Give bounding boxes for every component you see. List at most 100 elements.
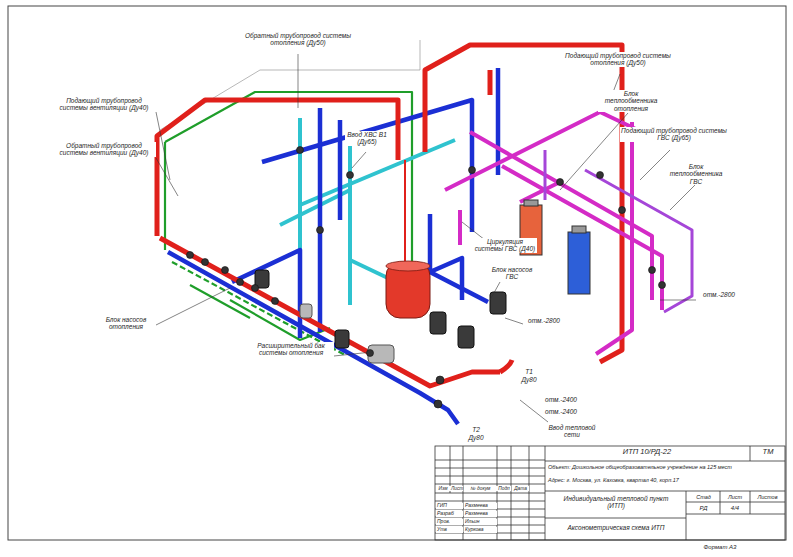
title-block-grid	[435, 533, 545, 534]
title-block-grid	[545, 491, 785, 492]
pipe-mark: Т2	[466, 426, 486, 433]
cold-water-pipe	[348, 140, 352, 305]
title-block-cell: ИТП 10/РД-22	[548, 448, 746, 456]
dhw-pipe	[470, 132, 652, 300]
title-block-cell: Разраб	[436, 511, 463, 517]
return-pipe	[168, 252, 458, 424]
pipe-callout: Циркуляция системы ГВС (Д40)	[473, 238, 537, 253]
building-outline	[420, 40, 421, 70]
valve	[202, 259, 209, 266]
valve	[367, 350, 374, 357]
title-block-cell: ТМ	[753, 448, 783, 456]
valve	[222, 267, 229, 274]
expansion-line	[404, 160, 406, 262]
heat-exchanger	[568, 232, 590, 294]
return-pipe	[318, 108, 323, 332]
pipe-callout: Подающий трубопровод системы ГВС (Ду65)	[620, 127, 728, 142]
title-block-cell: Индивидуальный тепловой пункт (ИТП)	[560, 495, 672, 510]
unit-callout: Блок теплообменника отопления	[598, 90, 664, 112]
supply-pipe	[488, 70, 493, 95]
return-pipe	[338, 120, 343, 220]
return-pipe	[168, 68, 498, 424]
valve	[187, 252, 194, 259]
pipe-size: Ду80	[462, 434, 490, 441]
leader-line	[298, 54, 299, 108]
pipe-callout: Обратный трубопровод системы отопления (…	[243, 32, 353, 47]
unit-callout: Блок насосов ГВС	[488, 266, 536, 281]
leader-line	[352, 152, 366, 168]
title-block-cell: Изм	[436, 486, 450, 491]
title-block-grid	[529, 446, 530, 540]
title-block-grid	[435, 509, 545, 510]
expansion-tank	[386, 262, 430, 318]
title-block-cell: Стад	[688, 494, 719, 500]
unit-callout: Расширительный бак системы отопления	[248, 342, 334, 357]
elevation-mark: отм.-2400	[540, 396, 582, 403]
return-pipe	[262, 100, 472, 232]
title-block-cell: Рахмеева	[464, 503, 497, 509]
leader-line	[660, 300, 696, 301]
valve	[317, 227, 324, 234]
supply-pipe	[157, 100, 398, 236]
expansion-tank	[386, 261, 430, 271]
title-block-grid	[463, 446, 464, 540]
leader-line	[156, 54, 696, 422]
leader-line	[490, 282, 500, 300]
valve	[649, 267, 656, 274]
title-block-grid	[497, 446, 498, 540]
valve	[272, 298, 279, 305]
return-pipe	[496, 68, 501, 175]
title-block-cell: Подп	[497, 486, 511, 491]
sheet-format: Формат А3	[688, 544, 752, 551]
unit-callout: Блок теплообменника ГВС	[666, 163, 726, 185]
valve	[187, 147, 666, 409]
valve	[659, 282, 666, 289]
title-block-cell: Лист	[450, 486, 463, 491]
title-block-cell: РД	[688, 505, 719, 512]
title-block-cell: Утв	[436, 527, 463, 533]
pump	[335, 330, 349, 348]
leader-line	[560, 113, 628, 190]
leader-line	[156, 288, 230, 325]
dhw-pipe	[445, 112, 662, 354]
pump	[430, 312, 446, 334]
pipe-callout: Обратный трубопровод системы вентиляции …	[52, 142, 156, 157]
sheet-frame	[8, 6, 786, 540]
valve	[597, 172, 604, 179]
expansion-line	[404, 160, 406, 262]
valve	[237, 279, 244, 286]
title-block-cell: Куркова	[464, 527, 497, 533]
title-block-cell: Аксонометрическая схема ИТП	[548, 524, 684, 531]
valve	[557, 179, 564, 186]
valve	[436, 376, 444, 384]
pipe-size: Ду80	[515, 376, 543, 383]
title-block-grid	[435, 446, 785, 540]
valve	[619, 207, 626, 214]
title-block-grid	[435, 525, 545, 526]
title-block-grid	[686, 491, 687, 540]
title-block-grid	[545, 461, 785, 462]
title-block-cell: Объект: Дошкольное общеобразовательное у…	[547, 464, 783, 470]
title-block-cell: Рахмеева	[464, 511, 497, 517]
dhw-pipe	[520, 182, 560, 202]
building-outline	[160, 40, 420, 130]
valve	[297, 147, 304, 154]
title-block-cell: Дата	[512, 486, 529, 491]
title-block-grid	[435, 468, 545, 469]
valve	[469, 167, 476, 174]
leader-line	[334, 352, 372, 356]
pipe-mark: Т1	[519, 368, 539, 375]
title-block-cell: Адрес: г. Москва, ул. Каховка, квартал 4…	[547, 477, 783, 483]
title-block-grid	[435, 476, 545, 477]
title-block-grid	[435, 517, 545, 518]
supply-pipe	[157, 45, 622, 386]
elevation-mark: отм.-2800	[523, 317, 565, 324]
elevation-mark: отм.-2400	[540, 408, 582, 415]
leader-line	[505, 318, 523, 324]
dhw-circulation-pipe	[544, 150, 547, 200]
valve	[252, 285, 259, 292]
valve	[347, 172, 354, 179]
title-block-cell: № докум	[464, 486, 497, 491]
